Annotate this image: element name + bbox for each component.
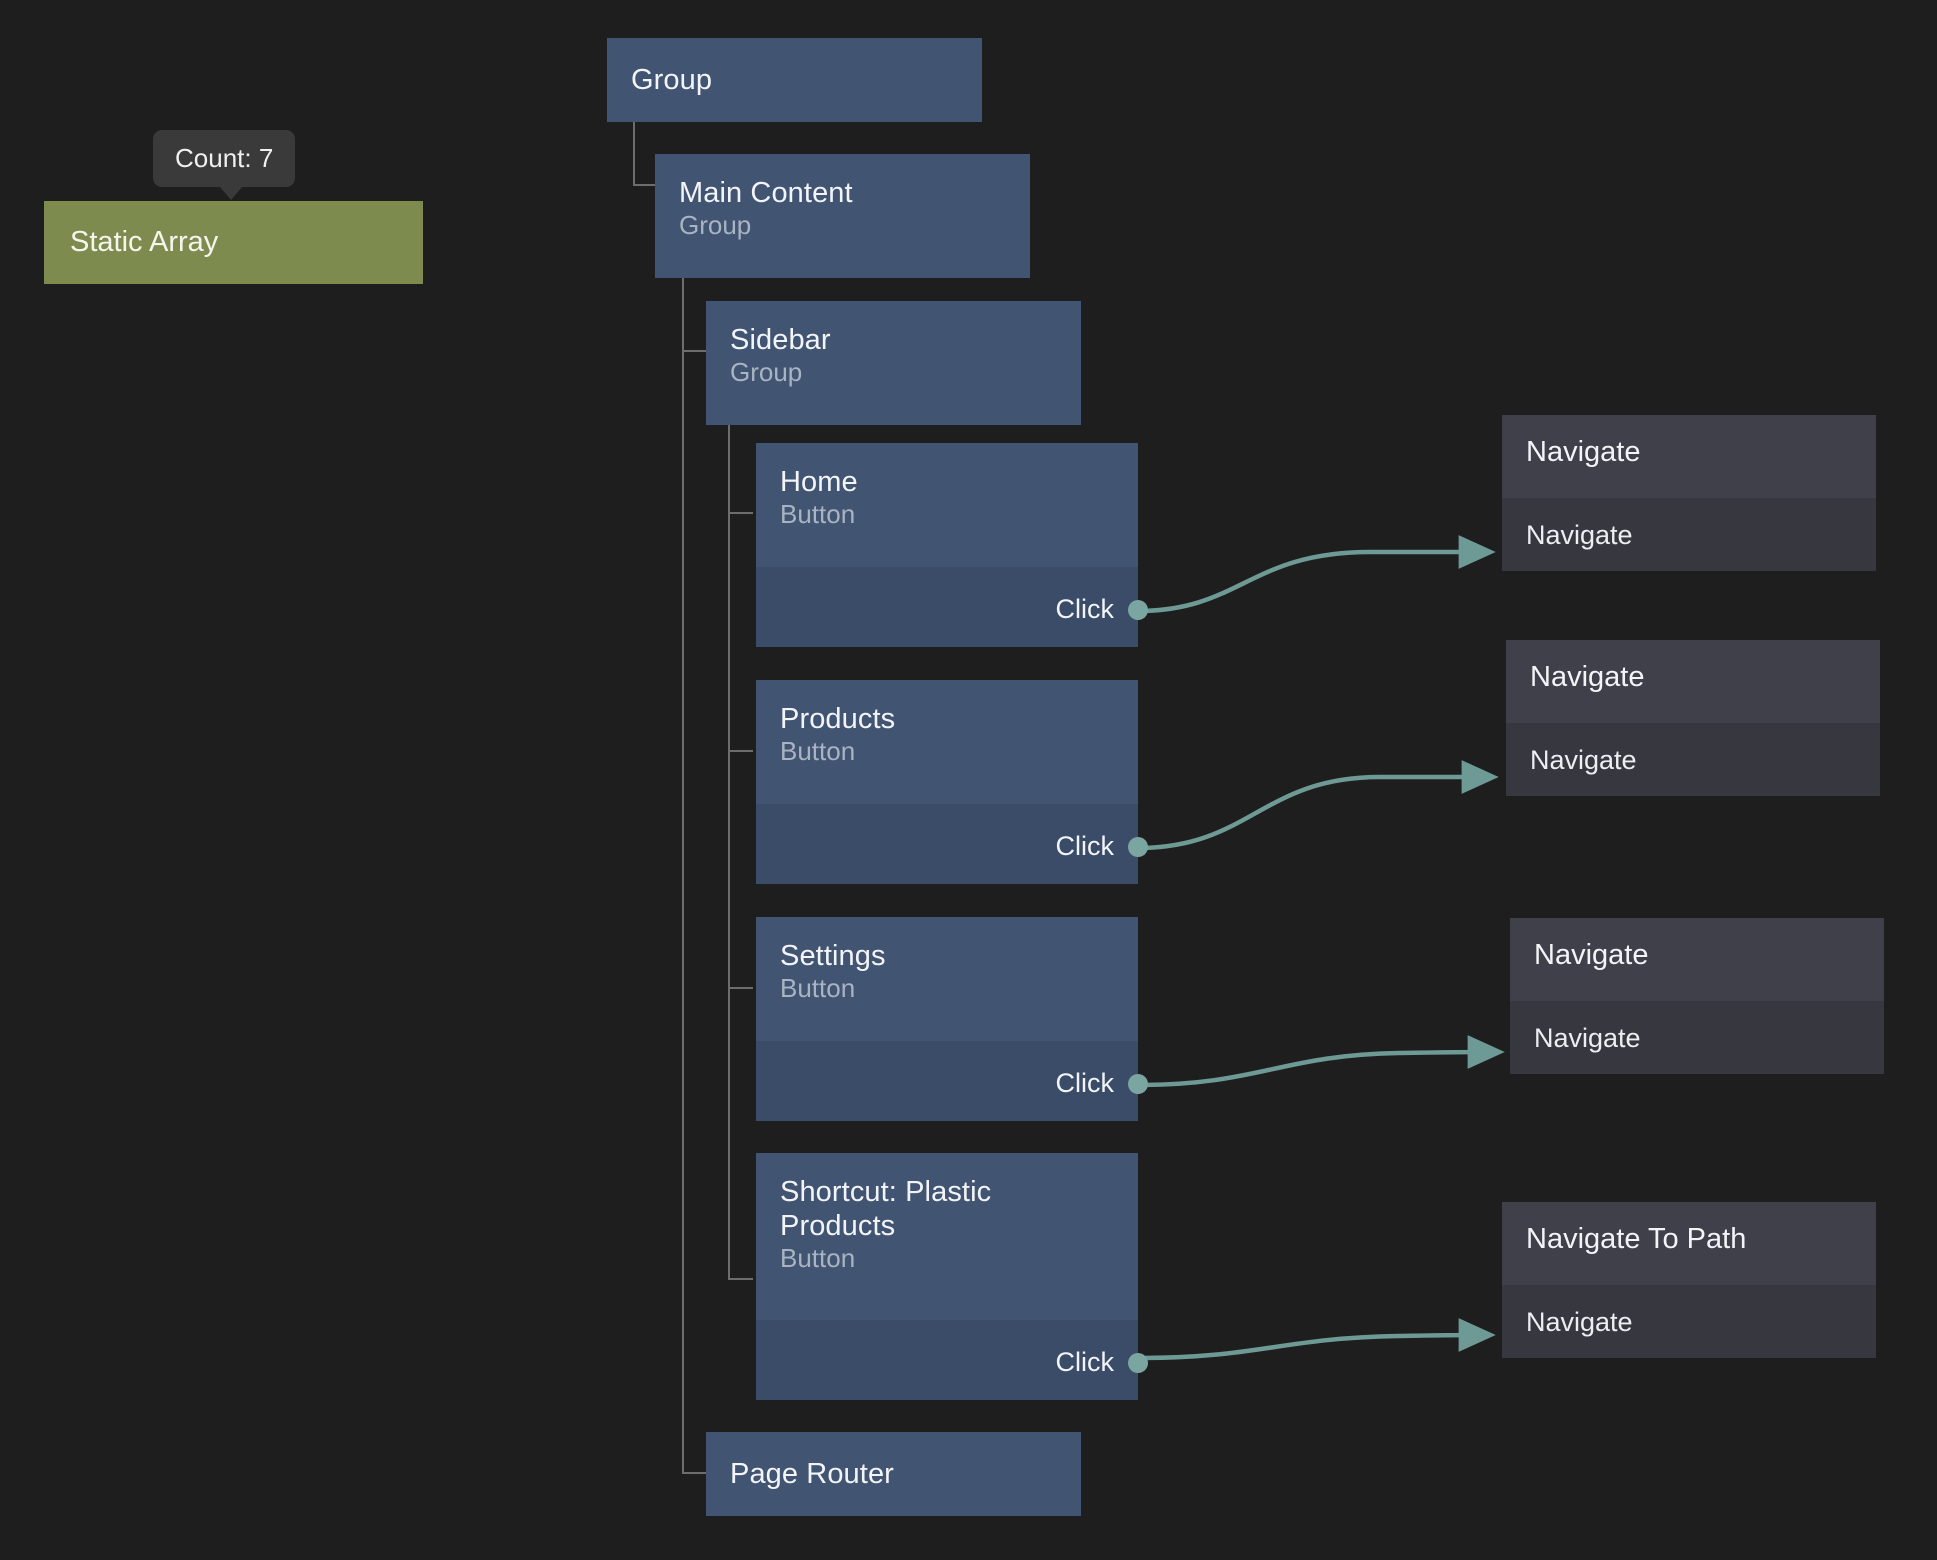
tree-connector-settings-stub <box>728 987 753 989</box>
navigate-node-2[interactable]: Navigate Navigate <box>1506 640 1880 796</box>
navigate-to-path-node-body: Navigate <box>1502 1285 1876 1358</box>
navigate-node-1-body: Navigate <box>1502 498 1876 571</box>
main-content-node-subtitle: Group <box>679 210 752 241</box>
home-button-click-label: Click <box>1055 594 1115 624</box>
main-content-node-title: Main Content <box>679 177 853 209</box>
products-button-node-body: Click <box>756 804 1148 884</box>
tree-connector-sidebar-children <box>728 425 730 1280</box>
products-button-click-dot[interactable] <box>1128 836 1148 857</box>
shortcut-button-node-subtitle: Button <box>780 1243 856 1274</box>
navigate-node-1-title: Navigate <box>1526 436 1641 468</box>
main-content-node-header: Main Content Group <box>655 154 1030 278</box>
settings-button-node-subtitle: Button <box>780 973 856 1004</box>
tree-connector-root <box>633 122 635 186</box>
tree-connector-root-stub <box>633 184 655 186</box>
settings-button-click-dot[interactable] <box>1128 1073 1148 1094</box>
products-button-node-title: Products <box>780 703 896 735</box>
settings-button-click-port[interactable]: Click <box>756 1068 1148 1099</box>
home-button-node-title: Home <box>780 466 858 498</box>
navigate-to-path-node[interactable]: Navigate To Path Navigate <box>1502 1202 1876 1358</box>
navigate-node-2-title: Navigate <box>1530 661 1645 693</box>
navigate-node-3-title: Navigate <box>1534 939 1649 971</box>
settings-button-node[interactable]: Settings Button Click <box>756 917 1148 1121</box>
products-button-click-port[interactable]: Click <box>756 831 1148 862</box>
page-router-node-title: Page Router <box>730 1457 894 1490</box>
shortcut-button-node[interactable]: Shortcut: Plastic Products Button Click <box>756 1153 1148 1400</box>
page-router-node[interactable]: Page Router <box>706 1432 1081 1516</box>
count-tooltip-arrow <box>214 180 248 200</box>
home-button-node-body: Click <box>756 567 1148 647</box>
edge-products-to-navigate <box>1137 760 1499 851</box>
tree-connector-sidebar-trunk <box>682 352 684 1474</box>
navigate-node-3-port[interactable]: Navigate <box>1534 1023 1641 1053</box>
count-tooltip: Count: 7 <box>153 130 296 187</box>
group-root-node-title: Group <box>631 63 713 96</box>
navigate-to-path-node-header: Navigate To Path <box>1502 1202 1876 1285</box>
navigate-node-2-header: Navigate <box>1506 640 1880 723</box>
shortcut-button-click-port[interactable]: Click <box>756 1347 1148 1378</box>
home-button-node-header: Home Button <box>756 443 1138 567</box>
navigate-node-2-port[interactable]: Navigate <box>1530 745 1637 775</box>
edge-settings-to-navigate <box>1137 1035 1505 1088</box>
navigate-node-3-header: Navigate <box>1510 918 1884 1001</box>
tree-connector-main-content <box>682 278 684 352</box>
navigate-node-1[interactable]: Navigate Navigate <box>1502 415 1876 571</box>
edge-home-to-navigate <box>1137 535 1496 614</box>
group-root-node[interactable]: Group <box>607 38 982 122</box>
static-array-node-title: Static Array <box>70 226 219 258</box>
products-button-node-header: Products Button <box>756 680 1138 804</box>
settings-button-node-body: Click <box>756 1041 1148 1121</box>
main-content-node[interactable]: Main Content Group <box>655 154 1030 278</box>
sidebar-node[interactable]: Sidebar Group <box>706 301 1081 425</box>
products-button-click-label: Click <box>1055 831 1115 861</box>
navigate-node-3[interactable]: Navigate Navigate <box>1510 918 1884 1074</box>
navigate-node-2-body: Navigate <box>1506 723 1880 796</box>
sidebar-node-header: Sidebar Group <box>706 301 1081 425</box>
home-button-node[interactable]: Home Button Click <box>756 443 1148 647</box>
sidebar-node-subtitle: Group <box>730 357 803 388</box>
shortcut-button-node-body: Click <box>756 1320 1148 1400</box>
settings-button-node-header: Settings Button <box>756 917 1138 1041</box>
navigate-to-path-node-port[interactable]: Navigate <box>1526 1307 1633 1337</box>
navigate-node-3-body: Navigate <box>1510 1001 1884 1074</box>
shortcut-button-node-header: Shortcut: Plastic Products Button <box>756 1153 1138 1320</box>
tree-connector-home-stub <box>728 512 753 514</box>
navigate-node-1-port[interactable]: Navigate <box>1526 520 1633 550</box>
home-button-click-port[interactable]: Click <box>756 594 1148 625</box>
shortcut-button-click-dot[interactable] <box>1128 1352 1148 1373</box>
navigate-to-path-node-title: Navigate To Path <box>1526 1223 1747 1255</box>
tree-connector-shortcut-stub <box>728 1278 753 1280</box>
edge-shortcut-to-navigate-to-path <box>1137 1318 1496 1361</box>
products-button-node-subtitle: Button <box>780 736 856 767</box>
tree-connector-products-stub <box>728 750 753 752</box>
home-button-click-dot[interactable] <box>1128 599 1148 620</box>
products-button-node[interactable]: Products Button Click <box>756 680 1148 884</box>
home-button-node-subtitle: Button <box>780 499 856 530</box>
settings-button-node-title: Settings <box>780 940 886 972</box>
shortcut-button-click-label: Click <box>1055 1347 1115 1377</box>
navigate-node-1-header: Navigate <box>1502 415 1876 498</box>
sidebar-node-title: Sidebar <box>730 324 831 356</box>
static-array-node[interactable]: Static Array <box>44 201 423 284</box>
tree-connector-main-content-stub <box>682 350 706 352</box>
shortcut-button-node-title: Shortcut: Plastic Products <box>780 1176 992 1243</box>
settings-button-click-label: Click <box>1055 1068 1115 1098</box>
tree-connector-page-router-stub <box>682 1472 706 1474</box>
